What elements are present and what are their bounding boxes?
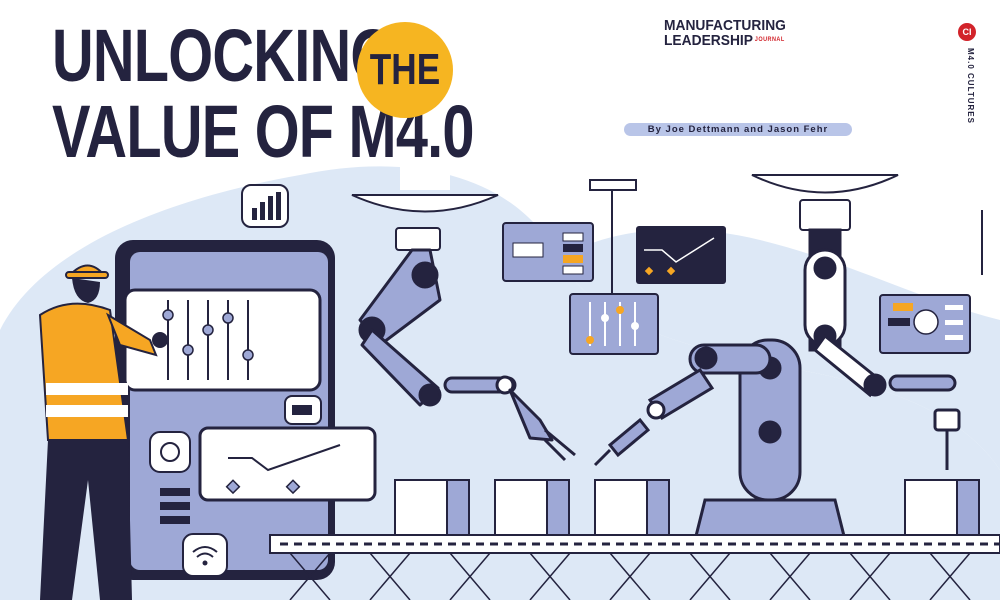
logo-line-1: MANUFACTURING bbox=[664, 17, 786, 34]
screen-sliders bbox=[569, 293, 659, 355]
screen-dashboard bbox=[879, 294, 971, 354]
robot-arm-left bbox=[358, 248, 576, 462]
ceiling-lamp-right bbox=[751, 174, 899, 231]
conveyor-belt bbox=[269, 534, 1000, 600]
section-label: M4.0 CULTURES bbox=[966, 48, 975, 124]
logo-line-2: LEADERSHIP bbox=[664, 32, 753, 49]
the-badge-text: THE bbox=[369, 45, 441, 94]
mount-cap bbox=[589, 179, 637, 191]
ci-badge[interactable]: CI bbox=[958, 23, 976, 41]
robot-arm-right bbox=[803, 228, 961, 470]
byline: By Joe Dettmann and Jason Fehr bbox=[624, 123, 852, 136]
screen-trend-chart bbox=[636, 226, 726, 284]
bar-chart-widget bbox=[241, 184, 289, 228]
the-badge: THE bbox=[357, 22, 453, 118]
logo-journal: JOURNAL bbox=[754, 37, 785, 43]
ceiling-lamp-left bbox=[351, 150, 499, 251]
screen-status-panel bbox=[502, 222, 594, 282]
headline: UNLOCKING VALUE OF M4.0 bbox=[52, 14, 475, 170]
headline-line-1: UNLOCKING bbox=[52, 14, 395, 97]
factory-worker bbox=[38, 264, 168, 600]
tablet-device bbox=[115, 240, 377, 580]
robot-arm-center bbox=[593, 338, 847, 542]
